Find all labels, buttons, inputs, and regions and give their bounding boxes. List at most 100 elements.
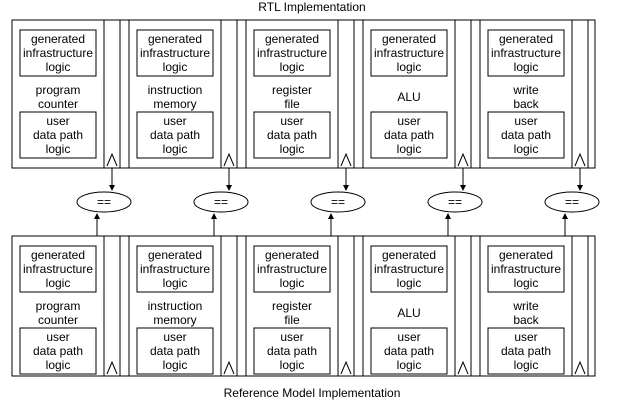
stage-name-label: memory <box>153 97 196 111</box>
stage-name-label: register <box>272 83 312 97</box>
generated-logic-label: infrastructure <box>23 262 93 276</box>
user-datapath-label: data path <box>384 128 434 142</box>
generated-logic-label: logic <box>46 276 71 290</box>
user-datapath-label: user <box>280 114 303 128</box>
user-datapath-label: logic <box>280 142 305 156</box>
generated-logic-label: infrastructure <box>257 46 327 60</box>
generated-logic-label: generated <box>382 32 436 46</box>
generated-logic-label: logic <box>514 60 539 74</box>
comparator-label: == <box>331 195 345 209</box>
rtl-stage-4: generatedinfrastructurelogicALUuserdata … <box>363 20 471 168</box>
ref-stage-4: generatedinfrastructure logic ALU userdata … <box>363 236 471 376</box>
user-datapath-label: logic <box>46 142 71 156</box>
stage-name-label: back <box>513 97 539 111</box>
latch-clock-triangle <box>458 362 468 374</box>
stage-name-label: write <box>512 299 539 313</box>
comparator-label: == <box>97 195 111 209</box>
stage-name-label: ALU <box>397 306 420 320</box>
generated-logic-label: generated <box>31 32 85 46</box>
user-datapath-label: user <box>46 114 69 128</box>
stage-name-label: write <box>512 83 539 97</box>
user-datapath-label: data path <box>267 128 317 142</box>
latch-clock-triangle <box>224 154 234 166</box>
comparator-3: == <box>311 168 365 236</box>
user-datapath-label: data path <box>384 344 434 358</box>
user-datapath-label: logic <box>280 358 305 372</box>
user-datapath-label: data path <box>150 128 200 142</box>
arrowhead-up <box>211 213 217 219</box>
reference-model-title: Reference Model Implementation <box>0 386 624 400</box>
stage-name-label: ALU <box>397 90 420 104</box>
stage-name-label: instruction <box>148 83 203 97</box>
user-datapath-label: user <box>514 114 537 128</box>
user-datapath-label: user <box>163 114 186 128</box>
stage-name-label: file <box>284 97 300 111</box>
rtl-stage-3: generatedinfrastructure logic registerfile… <box>246 20 354 168</box>
stage-name-label: file <box>284 313 300 327</box>
comparator-4: == <box>428 168 482 236</box>
rtl-stage-2: generatedinfrastructure logic instructionm… <box>129 20 237 168</box>
generated-logic-label: generated <box>148 32 202 46</box>
comparator-1: == <box>77 168 131 236</box>
stage-name-label: memory <box>153 313 196 327</box>
arrowhead-up <box>94 213 100 219</box>
arrowhead-up <box>562 213 568 219</box>
generated-logic-label: infrastructure <box>140 262 210 276</box>
latch-clock-triangle <box>341 154 351 166</box>
stage-name-label: back <box>513 313 539 327</box>
generated-logic-label: infrastructure <box>491 46 561 60</box>
stage-name-label: instruction <box>148 299 203 313</box>
comparator-5: == <box>545 168 599 236</box>
comparator-2: == <box>194 168 248 236</box>
generated-logic-label: infrastructure <box>374 46 444 60</box>
ref-stage-2: generatedinfrastructurelogicinstructionm… <box>129 236 237 376</box>
rtl-stage-1: generatedinfrastructurelogicprogramcount… <box>12 20 120 168</box>
generated-logic-label: generated <box>31 248 85 262</box>
user-datapath-label: user <box>397 330 420 344</box>
latch-clock-triangle <box>107 154 117 166</box>
user-datapath-label: user <box>514 330 537 344</box>
ref-stage-1: generatedinfrastructurelogicprogramcount… <box>12 236 120 376</box>
stage-name-label: program <box>36 299 81 313</box>
generated-logic-label: infrastructure <box>374 262 444 276</box>
user-datapath-label: data path <box>501 344 551 358</box>
latch-clock-triangle <box>458 154 468 166</box>
generated-logic-label: logic <box>514 276 539 290</box>
generated-logic-label: generated <box>265 248 319 262</box>
stage-name-label: register <box>272 299 312 313</box>
rtl-stage-5: generatedinfrastructurelogicwritebackuse… <box>480 20 588 168</box>
generated-logic-label: infrastructure <box>140 46 210 60</box>
comparator-label: == <box>214 195 228 209</box>
latch-clock-triangle <box>341 362 351 374</box>
user-datapath-label: logic <box>514 142 539 156</box>
arrowhead-down <box>343 185 349 191</box>
generated-logic-label: logic <box>46 60 71 74</box>
user-datapath-label: logic <box>163 142 188 156</box>
user-datapath-label: data path <box>33 344 83 358</box>
arrowhead-down <box>226 185 232 191</box>
user-datapath-label: user <box>46 330 69 344</box>
comparator-label: == <box>448 195 462 209</box>
user-datapath-label: logic <box>397 142 422 156</box>
latch-clock-triangle <box>575 362 585 374</box>
rtl-pipeline-row: generatedinfrastructurelogicprogramcount… <box>12 20 595 168</box>
stage-name-label: counter <box>38 313 78 327</box>
generated-logic-label: logic <box>163 276 188 290</box>
arrowhead-down <box>460 185 466 191</box>
generated-logic-label: generated <box>265 32 319 46</box>
user-datapath-label: logic <box>163 358 188 372</box>
latch-clock-triangle <box>575 154 585 166</box>
arrowhead-up <box>328 213 334 219</box>
ref-pipeline-row: generatedinfrastructurelogicprogramcount… <box>12 236 595 376</box>
user-datapath-label: data path <box>267 344 317 358</box>
ref-stage-3: generatedinfrastructurelogicregisterfile… <box>246 236 354 376</box>
generated-logic-label: generated <box>382 248 436 262</box>
generated-logic-label: generated <box>148 248 202 262</box>
user-datapath-label: logic <box>397 358 422 372</box>
user-datapath-label: logic <box>514 358 539 372</box>
user-datapath-label: logic <box>46 358 71 372</box>
user-datapath-label: user <box>280 330 303 344</box>
latch-clock-triangle <box>107 362 117 374</box>
stage-name-label: program <box>36 83 81 97</box>
comparator-label: == <box>565 195 579 209</box>
